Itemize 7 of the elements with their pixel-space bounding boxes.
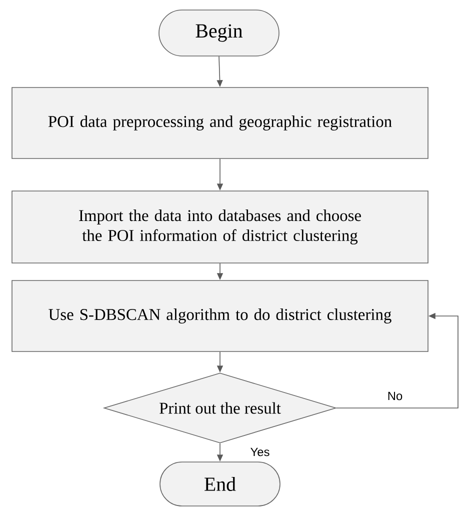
process-box: Use S-DBSCAN algorithm to do district clustering	[12, 280, 428, 352]
edge-label: Yes	[250, 448, 270, 456]
terminal-pill: End	[160, 462, 280, 506]
edge-label: No	[388, 392, 402, 400]
process-box: POI data preprocessing and geographic registration	[12, 87, 428, 159]
terminal-pill: Begin	[158, 10, 280, 56]
process-box: Import the data into databases and choose the POI information of district clustering	[12, 190, 428, 264]
